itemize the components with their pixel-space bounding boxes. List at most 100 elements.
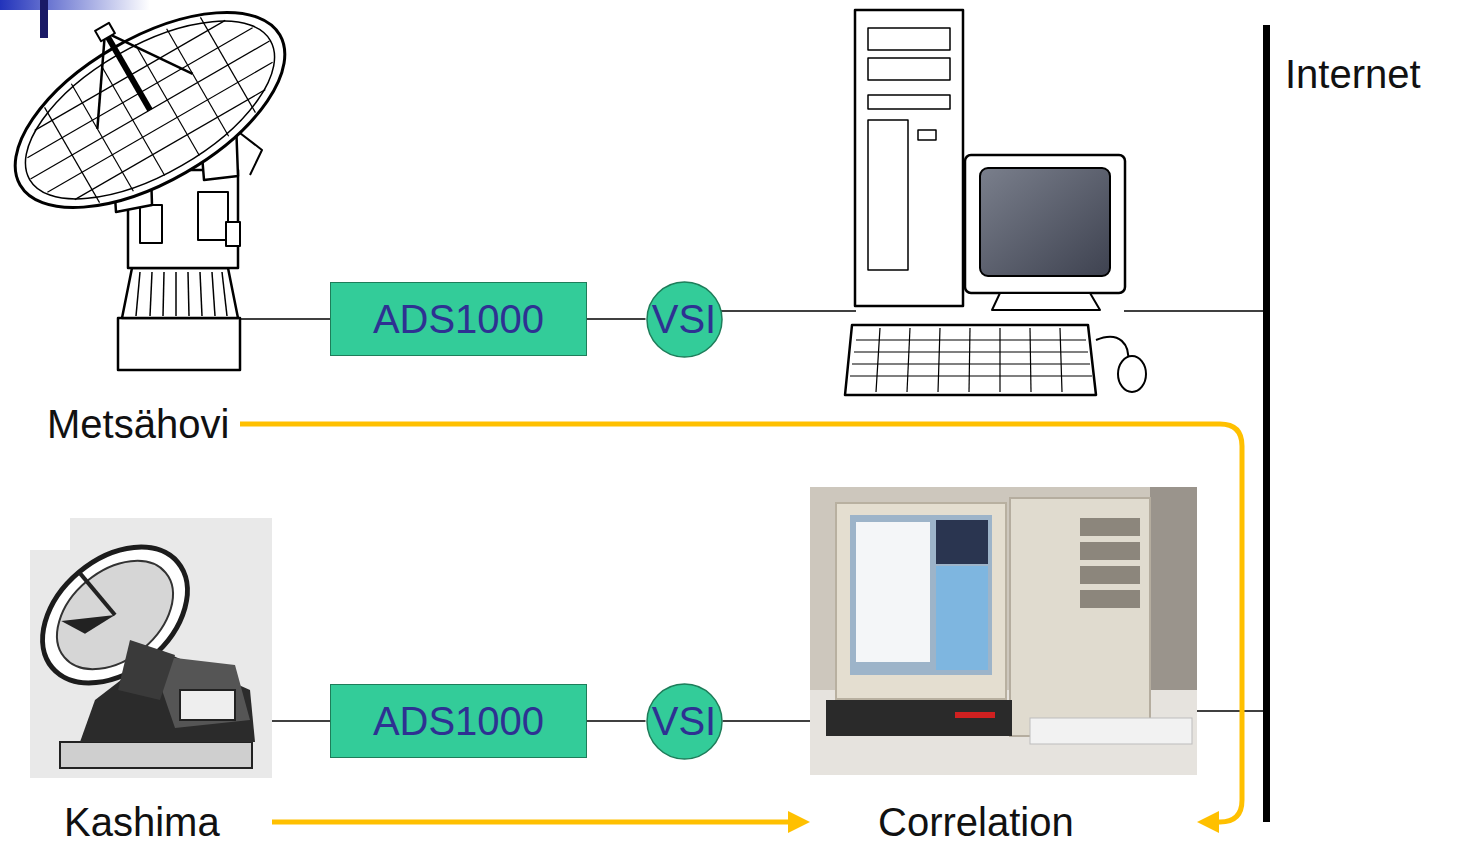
- radio-telescope-part-part-part: [75, 90, 266, 200]
- desktop-computer-part: [850, 328, 1092, 392]
- correlator-photo: [810, 487, 1197, 775]
- radio-telescope-photo-part: [118, 640, 175, 700]
- correlator-photo-part: [836, 503, 1006, 699]
- desktop-computer-part: [918, 130, 936, 140]
- wire: [700, 311, 1266, 711]
- correlator-photo-part: [810, 487, 1197, 775]
- network-backbone: [1263, 25, 1270, 822]
- radio-telescope-part-part: [57, 32, 145, 129]
- node-label: Kashima: [64, 800, 220, 844]
- radio-telescope-part-part: [0, 0, 302, 234]
- slide-corner-mark-part: [40, 0, 48, 38]
- connector-line: [587, 318, 646, 320]
- correlator-photo-part: [936, 520, 988, 564]
- wire-part: [1197, 710, 1266, 712]
- signal-line: [272, 721, 330, 722]
- radio-telescope-part: [198, 192, 228, 240]
- connector-line: [272, 820, 788, 825]
- radio-telescope-part: [122, 268, 238, 318]
- radio-telescope-part-part: [0, 0, 302, 235]
- arrowhead: [788, 811, 810, 833]
- radio-telescope-part: [0, 0, 316, 247]
- desktop-computer-part: [980, 168, 1110, 276]
- desktop-computer-part-part: [907, 328, 910, 392]
- node-label: VSI: [652, 297, 716, 341]
- signal-line: [587, 721, 646, 722]
- radio-telescope-part: [226, 222, 240, 246]
- desktop-computer-part: [1118, 356, 1146, 392]
- interface-circle: VSI: [646, 281, 723, 358]
- data-flow-arrow: [272, 811, 810, 833]
- node-label: ADS1000: [373, 297, 544, 341]
- node-label: ADS1000: [373, 699, 544, 743]
- slide-corner-mark-part: [0, 0, 150, 10]
- arrowhead: [1197, 811, 1219, 833]
- radio-telescope: [0, 0, 316, 370]
- radio-telescope-photo-part-part: [16, 519, 214, 710]
- radio-telescope-part: [236, 130, 262, 175]
- desktop-computer-part: [868, 28, 950, 50]
- wire-part: [700, 310, 856, 312]
- radio-telescope-part-part-part: [71, 84, 133, 191]
- node-label: Metsähovi: [47, 402, 229, 446]
- radio-telescope-part-part: [212, 272, 215, 316]
- correlator-photo-part: [955, 712, 995, 718]
- radio-telescope-part-part: [105, 5, 193, 102]
- network-label: Internet: [1285, 52, 1421, 96]
- radio-telescope-part: [136, 272, 227, 316]
- desktop-computer-part-part: [876, 328, 880, 392]
- desktop-computer-part-part: [969, 328, 970, 392]
- radio-telescope-part-part: [0, 0, 316, 247]
- radio-telescope-photo-part: [180, 690, 235, 720]
- radio-telescope-photo-part: [16, 519, 214, 710]
- station-telescope: Kashima: [30, 515, 272, 844]
- desktop-computer-part-part: [850, 375, 1092, 376]
- desktop-computer-part: [992, 293, 1100, 310]
- slide-corner-mark: [0, 0, 150, 38]
- radio-telescope-part-part-part: [35, 20, 226, 130]
- wire-part: [1124, 310, 1266, 312]
- desktop-computer-part-part: [856, 339, 1086, 340]
- signal-line: [587, 319, 646, 320]
- interface-circle: VSI: [646, 683, 723, 760]
- radio-telescope-part-part-part: [45, 107, 100, 202]
- desktop-computer-part: [868, 58, 950, 80]
- radio-telescope-part-part: [200, 272, 202, 316]
- correlator-photo-part: [1080, 566, 1140, 584]
- radio-telescope-part: [118, 318, 240, 370]
- radio-telescope-photo-part-part: [80, 573, 115, 615]
- radio-telescope-part-part: [95, 23, 115, 41]
- station-telescope: Metsähovi: [0, 0, 240, 446]
- connector-line: [587, 720, 646, 722]
- correlator-photo-part: [856, 522, 930, 662]
- correlator-photo-part: [1080, 518, 1140, 536]
- desktop-computer-part-part: [1030, 328, 1031, 392]
- circle-outline: [647, 282, 722, 357]
- circle-outline: [647, 684, 722, 759]
- radio-telescope-part-part-part: [167, 29, 229, 136]
- radio-telescope-part-part: [136, 272, 140, 316]
- radio-telescope-part-part-part: [200, 17, 255, 112]
- radio-telescope-photo: [16, 518, 272, 778]
- signal-line: [240, 319, 330, 320]
- correlator-photo-part: [1080, 590, 1140, 608]
- desktop-computer-part-part: [938, 328, 940, 392]
- desktop-computer-part: [845, 325, 1096, 395]
- sampler-box: ADS1000: [330, 684, 587, 758]
- connector-line: [240, 318, 330, 320]
- sampler-box: ADS1000: [330, 282, 587, 356]
- correlator-photo-part: [1010, 498, 1150, 736]
- desktop-computer-part-part: [852, 363, 1090, 364]
- correlator-photo-part: [1080, 542, 1140, 560]
- radio-telescope-photo-part: [30, 518, 70, 550]
- correlator-photo-part: [936, 566, 988, 670]
- desktop-computer-part: [855, 10, 963, 306]
- desktop-computer-part: [965, 155, 1125, 293]
- data-flow-arrow: [240, 424, 1242, 833]
- radio-telescope-part-part: [150, 272, 152, 316]
- desktop-computer: [845, 10, 1146, 395]
- radio-telescope-part-part: [163, 272, 164, 316]
- correlator-photo-part: [826, 700, 1012, 736]
- correlator-photo-part: [850, 515, 992, 675]
